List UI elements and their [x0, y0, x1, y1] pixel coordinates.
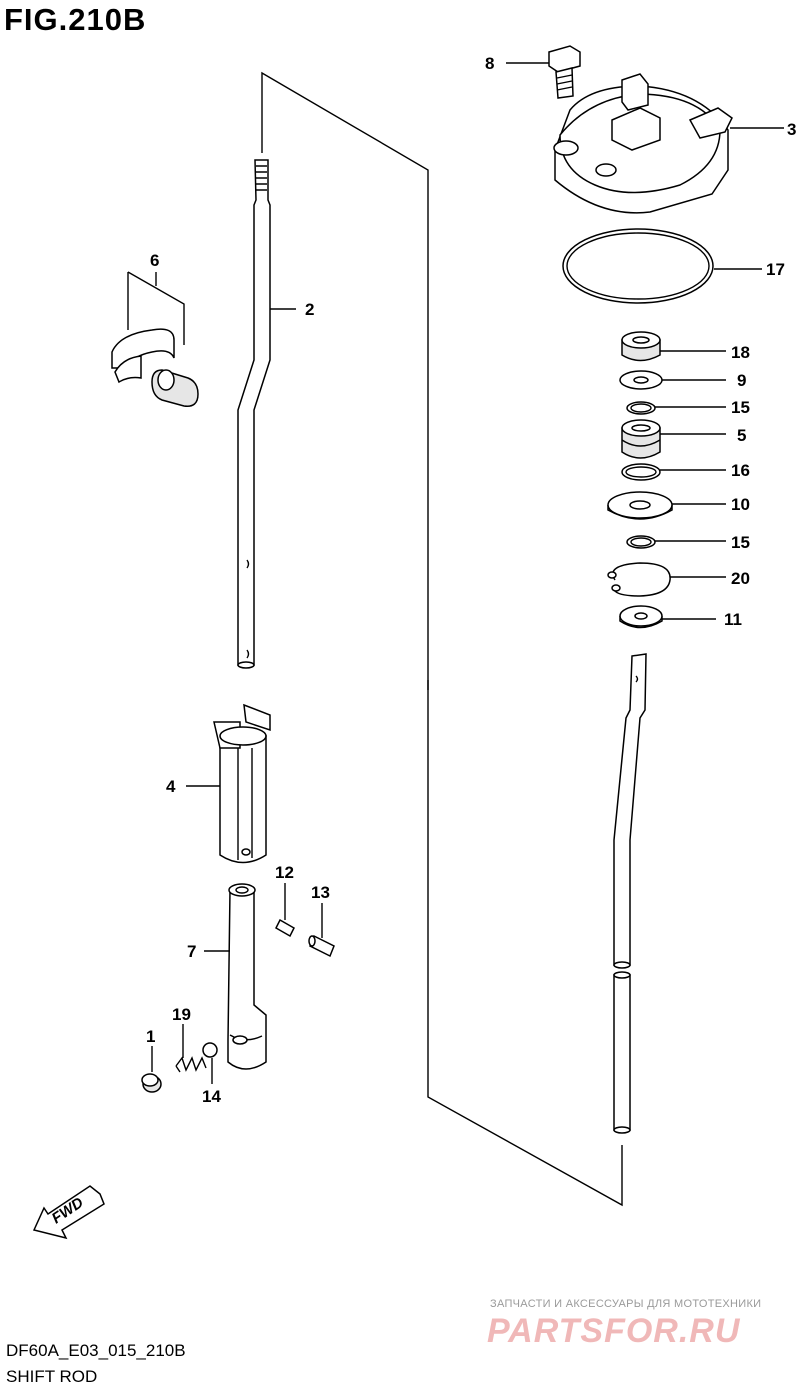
- callout-19: 19: [172, 1005, 191, 1024]
- callout-13: 13: [311, 883, 330, 902]
- assembly-bracket-line: [261, 71, 623, 1207]
- figure-code: DF60A_E03_015_210B: [6, 1341, 186, 1360]
- pin-12[interactable]: [275, 918, 295, 938]
- shift-rod-7[interactable]: [227, 883, 267, 1070]
- fwd-direction-arrow: [32, 1185, 105, 1240]
- plug-cap[interactable]: [141, 1073, 162, 1093]
- shift-housing-cover[interactable]: [553, 73, 733, 214]
- callout-12: 12: [275, 863, 294, 882]
- callout-8: 8: [485, 54, 494, 73]
- shift-rod-upper[interactable]: [237, 159, 271, 669]
- callout-7: 7: [187, 942, 196, 961]
- callout-labels: 8 3 17 18 9 15 5 16 10 15 20 11 6 2 4 12…: [146, 54, 796, 1106]
- spring[interactable]: [175, 1056, 207, 1073]
- callout-6: 6: [150, 251, 159, 270]
- washer[interactable]: [619, 370, 663, 390]
- clip-collar-group[interactable]: [111, 271, 199, 407]
- callout-17: 17: [766, 260, 785, 279]
- pin-13[interactable]: [308, 934, 335, 958]
- shift-rod-coupler[interactable]: [213, 703, 271, 864]
- oil-seal[interactable]: [621, 419, 661, 459]
- callout-10: 10: [731, 495, 750, 514]
- callout-1: 1: [146, 1027, 155, 1046]
- snap-ring[interactable]: [607, 562, 671, 597]
- o-ring-large[interactable]: [562, 228, 714, 304]
- callout-2: 2: [305, 300, 314, 319]
- leader-lines: [151, 62, 784, 1084]
- callout-11: 11: [724, 610, 742, 629]
- callout-4: 4: [166, 777, 176, 796]
- figure-title: FIG.210B: [4, 2, 147, 37]
- washer-lower[interactable]: [619, 605, 663, 629]
- callout-15b: 15: [731, 533, 750, 552]
- callout-9: 9: [737, 371, 746, 390]
- washer-large[interactable]: [607, 491, 673, 520]
- figure-caption: SHIFT ROD: [6, 1367, 98, 1386]
- watermark-text: ЗАПЧАСТИ И АКСЕССУАРЫ ДЛЯ МОТОТЕХНИКИ: [490, 1298, 762, 1310]
- callout-15a: 15: [731, 398, 750, 417]
- callout-20: 20: [731, 569, 750, 588]
- detent-ball[interactable]: [202, 1042, 218, 1058]
- callout-16: 16: [731, 461, 750, 480]
- callout-14: 14: [202, 1087, 221, 1106]
- shift-rod-lower[interactable]: [613, 653, 647, 1134]
- callout-3: 3: [787, 120, 796, 139]
- callout-18: 18: [731, 343, 750, 362]
- watermark-logo: PARTSFOR.RU: [487, 1312, 741, 1350]
- bolt[interactable]: [548, 45, 581, 99]
- callout-5: 5: [737, 426, 746, 445]
- bushing[interactable]: [621, 331, 661, 362]
